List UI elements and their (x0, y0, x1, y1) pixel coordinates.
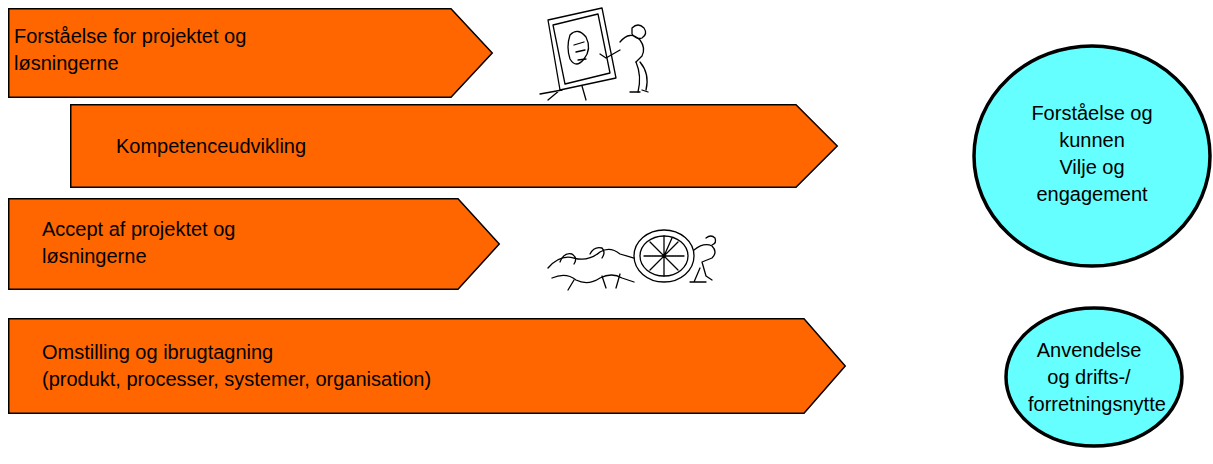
ellipse-fill (1006, 308, 1182, 446)
text-area: Forståelse og kunnenVilje og engagement (972, 40, 1212, 268)
easel-sketch (540, 8, 648, 100)
arrow-label: Forståelse for projektet og løsningerne (14, 23, 252, 77)
text-area: Anvendelse og drifts-/ forretningsnytte (994, 306, 1184, 448)
ellipse-label: Anvendelse og drifts-/ forretningsnytte (1028, 337, 1150, 418)
wheel-sketch (548, 230, 716, 290)
arrow-label: Omstilling og ibrugtagning (42, 339, 273, 366)
arrow-fill (9, 319, 846, 414)
arrow-label: (produkt, processer, systemer, organisat… (42, 366, 431, 393)
arrow-fill (9, 9, 493, 98)
text-area: Omstilling og ibrugtagning(produkt, proc… (8, 318, 846, 414)
ellipse-label: Vilje og engagement (1026, 154, 1158, 208)
arrow-label: Kompetenceudvikling (116, 133, 306, 160)
ellipse-fill (974, 46, 1210, 266)
arrow-outline (8, 318, 846, 414)
text-area: Accept af projektet og løsningerne (8, 196, 500, 290)
arrow-fill (9, 199, 500, 290)
process-arrow: Accept af projektet og løsningerne (8, 198, 500, 290)
process-arrow: Kompetenceudvikling (70, 104, 838, 188)
ellipse-label: Forståelse og kunnen (1026, 100, 1158, 154)
arrow-outline (8, 198, 500, 290)
process-arrow: Forståelse for projektet og løsningerne (8, 8, 493, 98)
outcome-ellipse: Anvendelse og drifts-/ forretningsnytte (1004, 306, 1184, 448)
text-area: Forståelse for projektet og løsningerne (8, 2, 493, 98)
arrow-label: Accept af projektet og løsningerne (42, 216, 238, 270)
process-arrow: Omstilling og ibrugtagning(produkt, proc… (8, 318, 846, 414)
outcome-ellipse: Forståelse og kunnenVilje og engagement (972, 44, 1212, 268)
arrow-fill (71, 105, 838, 188)
text-area: Kompetenceudvikling (70, 104, 838, 188)
